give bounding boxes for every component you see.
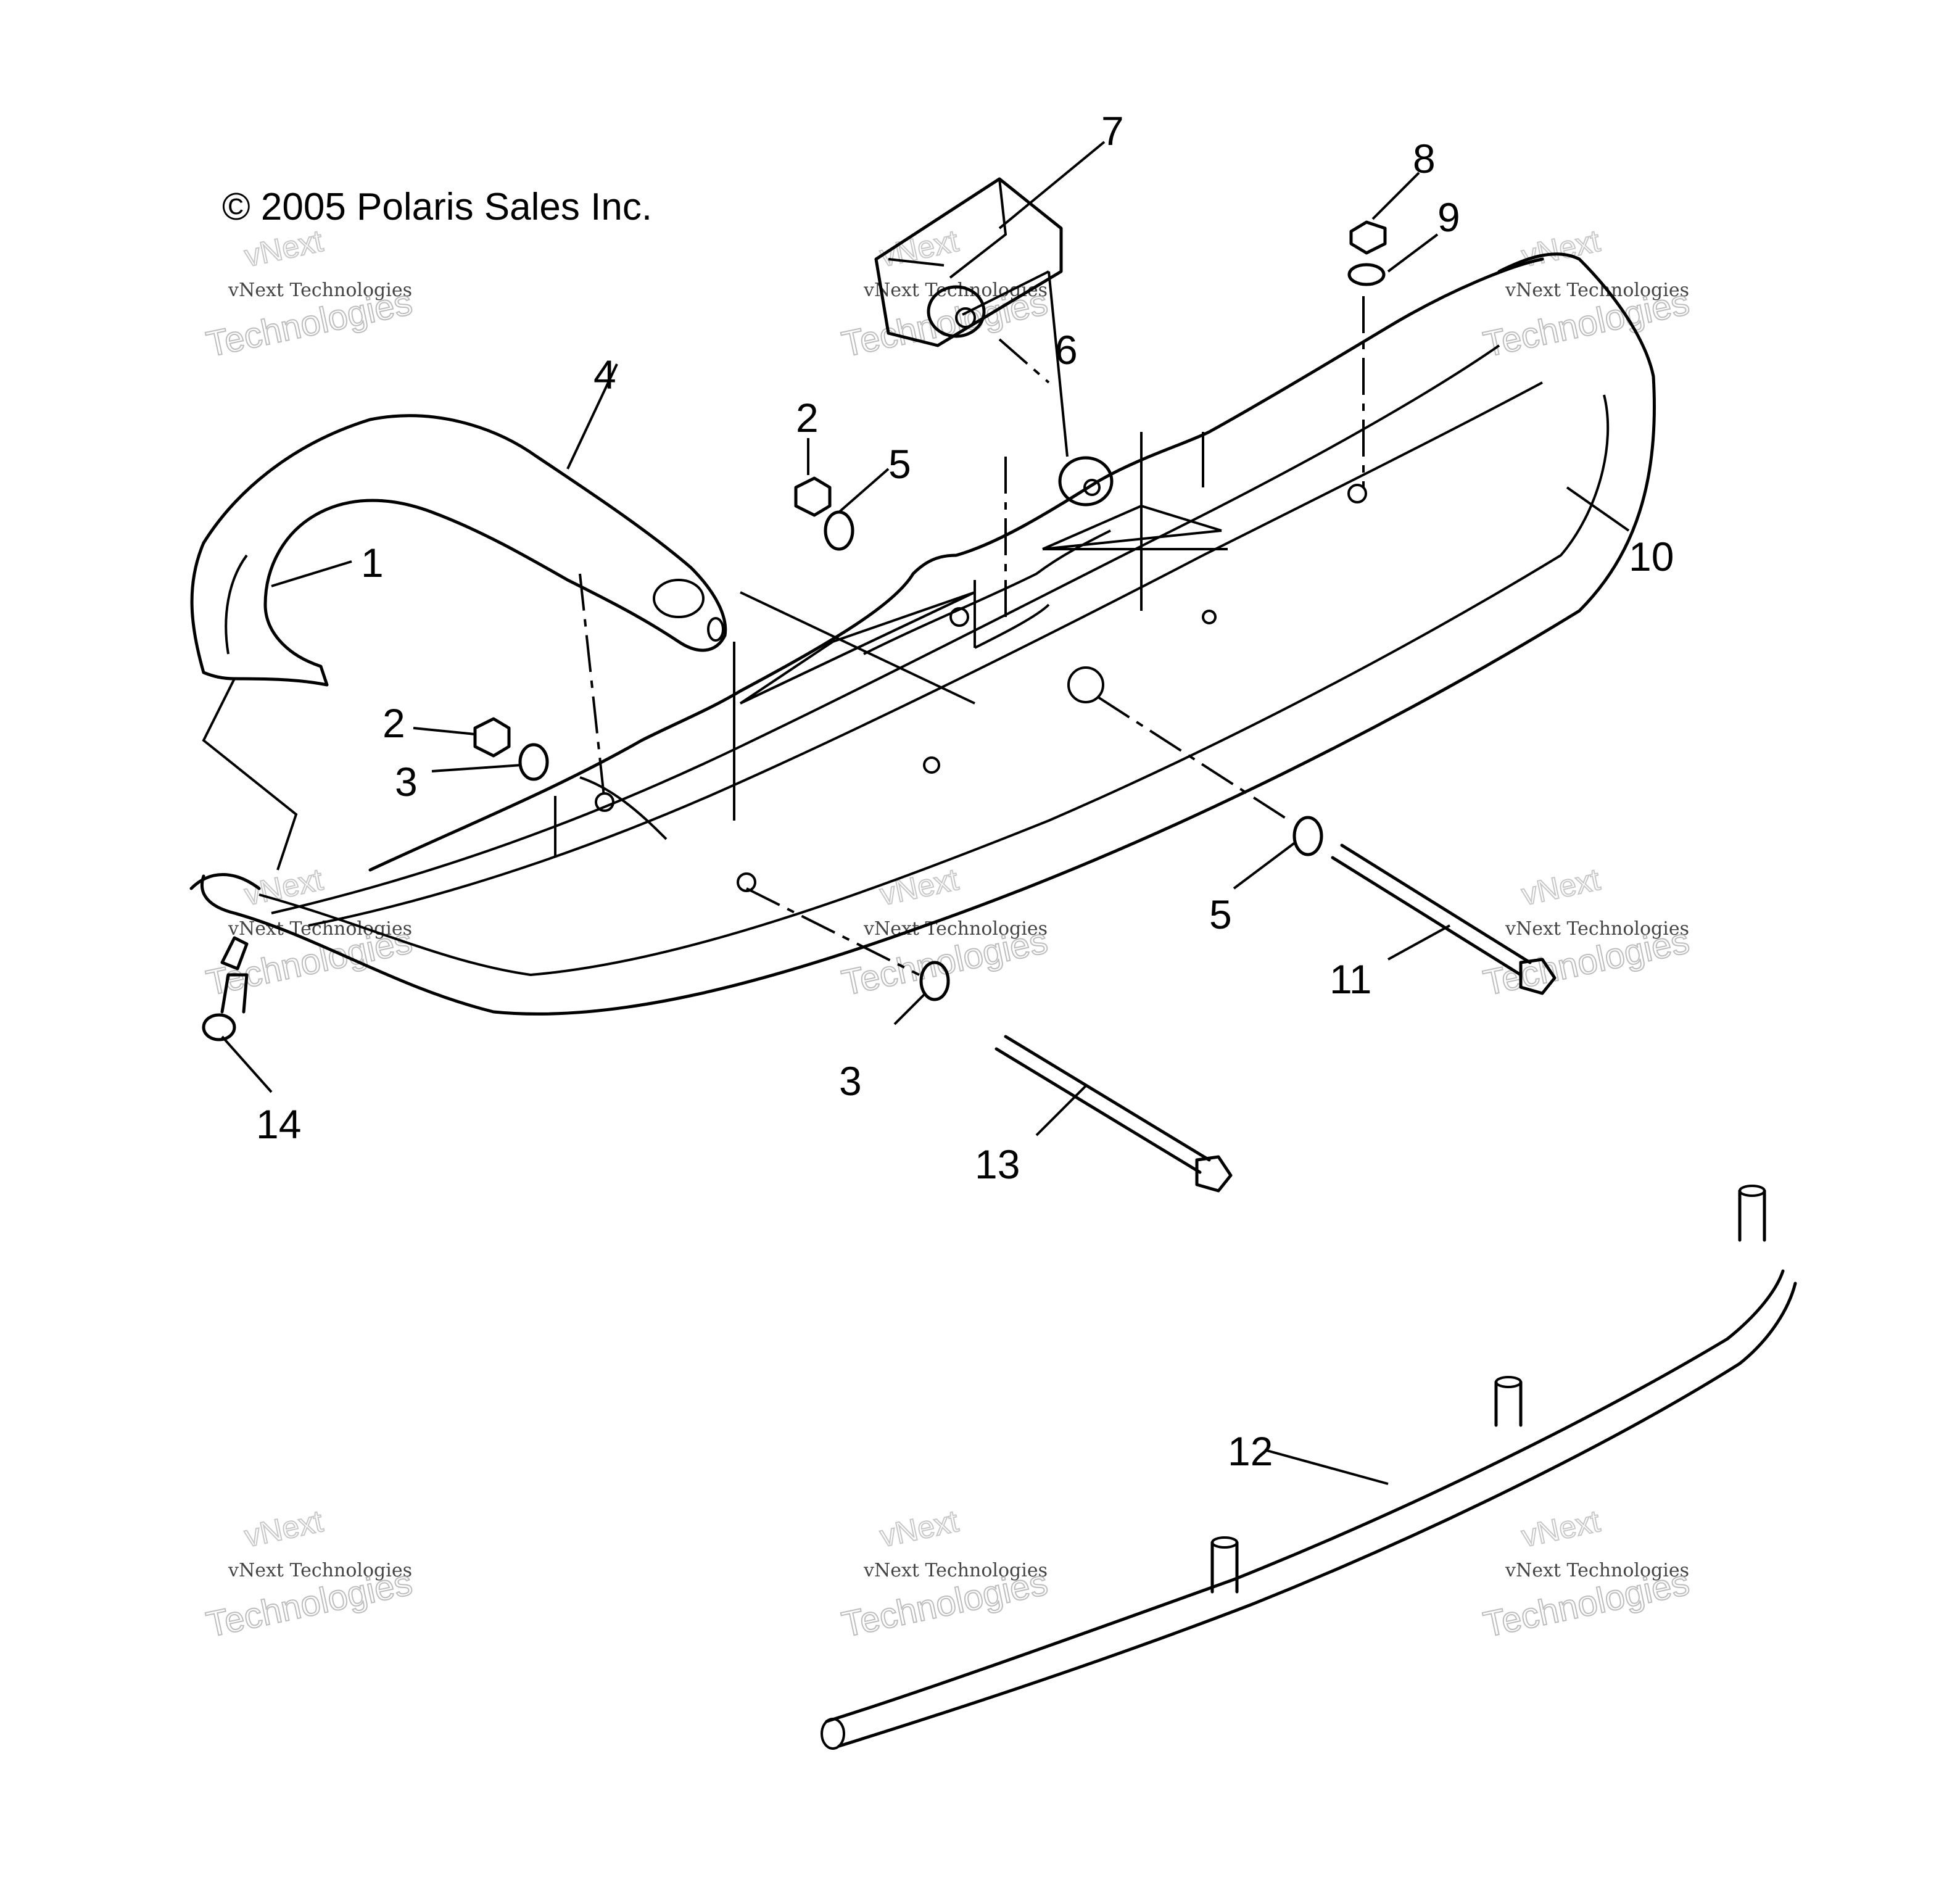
nut-2a: [794, 476, 832, 517]
bushing-pair: [927, 285, 1114, 507]
callout-numbers: 1 2 2 3 3 4 5 5 6 7 8 9 10 11 12 13 14: [256, 108, 1674, 1474]
washer-5a: [824, 510, 854, 551]
watermark: vNext vNext Technologies Technologies: [838, 861, 1052, 1004]
watermark-text: vNext Technologies: [1505, 279, 1689, 301]
watermark-vnext: vNext: [1518, 862, 1603, 912]
washer-9: [1347, 263, 1386, 286]
bolt-13: [994, 1035, 1233, 1193]
washer-3b: [919, 961, 950, 1001]
watermark-vnext: vNext: [877, 862, 961, 912]
callout-9: 9: [1437, 194, 1460, 240]
watermark: vNext vNext Technologies Technologies: [202, 1503, 416, 1646]
callout-11: 11: [1329, 956, 1372, 1002]
ski-handle-loop: [190, 414, 727, 687]
watermark: vNext vNext Technologies Technologies: [202, 223, 416, 365]
callout-14: 14: [256, 1101, 301, 1147]
callout-13: 13: [975, 1141, 1020, 1187]
watermark-vnext: vNext: [241, 862, 326, 912]
watermark-vnext: vNext: [1518, 1504, 1603, 1554]
watermark-text: vNext Technologies: [228, 279, 412, 301]
watermark-text: vNext Technologies: [228, 1560, 412, 1581]
callout-5-lower: 5: [1209, 892, 1232, 937]
nut-2b: [473, 717, 511, 758]
callout-4: 4: [593, 352, 616, 397]
watermark: vNext vNext Technologies Technologies: [838, 223, 1052, 365]
watermark: vNext vNext Technologies Technologies: [1479, 1503, 1693, 1646]
rubber-block: [874, 177, 1063, 347]
callout-6: 6: [1055, 327, 1078, 373]
screw-14: [202, 936, 249, 1041]
bolt-11: [1331, 843, 1557, 995]
callout-3-left: 3: [395, 759, 418, 805]
watermark: vNext vNext Technologies Technologies: [1479, 223, 1693, 365]
callout-3-bottom: 3: [839, 1058, 862, 1104]
watermark-text: vNext Technologies: [863, 1560, 1048, 1581]
ski-body: [189, 252, 1656, 1016]
callout-10: 10: [1629, 534, 1674, 579]
watermark-vnext: vNext: [241, 223, 326, 273]
callout-1: 1: [361, 540, 384, 586]
watermark-vnext: vNext: [1518, 223, 1603, 273]
watermark: vNext vNext Technologies Technologies: [838, 1503, 1052, 1646]
copyright-notice: © 2005 Polaris Sales Inc.: [222, 186, 653, 228]
callout-8: 8: [1413, 136, 1436, 181]
nut-8: [1349, 220, 1387, 255]
watermark-group: vNext vNext Technologies Technologies vN…: [202, 223, 1693, 1646]
watermark-text: vNext Technologies: [1505, 918, 1689, 940]
watermark: vNext vNext Technologies Technologies: [1479, 861, 1693, 1004]
callout-12: 12: [1228, 1428, 1273, 1474]
watermark-text: vNext Technologies: [1505, 1560, 1689, 1581]
watermark-vnext: vNext: [877, 1504, 961, 1554]
callout-5-upper: 5: [888, 441, 911, 487]
watermark-vnext: vNext: [241, 1504, 326, 1554]
callout-7: 7: [1101, 108, 1124, 154]
washer-3a: [518, 743, 549, 781]
washer-5b: [1292, 816, 1323, 856]
leader-lines: [202, 141, 1630, 1485]
callout-2-lower: 2: [382, 700, 405, 746]
callout-2-upper: 2: [796, 395, 819, 441]
ski-runner: [821, 1185, 1797, 1750]
